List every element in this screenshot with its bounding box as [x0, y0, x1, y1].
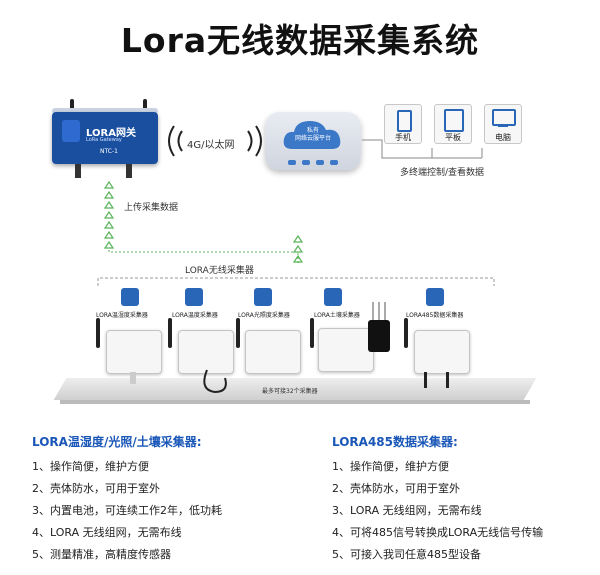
sensor-housing — [318, 328, 374, 372]
thermometer-icon — [185, 288, 203, 306]
gateway-name: LORA网关 — [86, 128, 136, 139]
list-item: 3、内置电池，可连续工作2年，低功耗 — [32, 504, 222, 517]
list-title-right: LORA485数据采集器: — [332, 435, 458, 449]
sensor-label: LORA光照度采集器 — [238, 312, 290, 319]
list-item: 5、测量精准，高精度传感器 — [32, 548, 171, 561]
gateway-subtitle: LoRa Gateway — [86, 137, 122, 143]
gateway-connector-left — [75, 164, 81, 178]
sensor-antenna — [96, 318, 100, 348]
sensor-antenna — [310, 318, 314, 348]
wireless-signal-icon — [168, 125, 262, 157]
plant-icon — [324, 288, 342, 306]
sensor-label: LORA温度采集器 — [172, 312, 218, 319]
list-title-left: LORA温湿度/光照/土壤采集器: — [32, 435, 202, 449]
sensor-antenna — [168, 318, 172, 348]
list-item: 3、LORA 无线组网，无需布线 — [332, 504, 482, 517]
cloud-text: 私有 网络云服平台 — [294, 127, 331, 142]
cloud-indicator — [330, 160, 338, 165]
sensor-antenna — [236, 318, 240, 348]
collectors-label: LORA无线采集器 — [185, 266, 254, 276]
multi-terminal-label: 多终端控制/查看数据 — [400, 168, 485, 178]
sensor-label: LORA土壤采集器 — [314, 312, 360, 319]
gateway-model: NTC-1 — [100, 148, 118, 155]
upload-label: 上传采集数据 — [124, 203, 179, 213]
upload-arrows — [103, 180, 304, 264]
collectors-bracket — [97, 277, 495, 286]
monitor-icon — [492, 109, 516, 126]
soil-probe-pin — [384, 302, 386, 320]
list-item: 1、操作简便，维护方便 — [32, 460, 149, 473]
device-tablet: 平板 — [434, 104, 472, 144]
gateway-antenna-right — [143, 99, 147, 113]
page-title: Lora无线数据采集系统 — [120, 21, 480, 60]
cloud-indicator — [288, 160, 296, 165]
device-phone: 手机 — [384, 104, 422, 144]
cloud-indicator — [302, 160, 310, 165]
device-computer: 电脑 — [484, 104, 522, 144]
soil-probe-pin — [372, 302, 374, 320]
list-item: 2、壳体防水，可用于室外 — [332, 482, 460, 495]
gateway-connector-right — [126, 164, 132, 178]
device-label: 手机 — [395, 133, 411, 142]
humidity-icon — [121, 288, 139, 306]
sensor-label: LORA485数据采集器 — [406, 312, 464, 319]
phone-icon — [397, 110, 412, 132]
list-item: 4、LORA 无线组网，无需布线 — [32, 526, 182, 539]
sensor-lead — [424, 372, 427, 388]
sensor-housing — [245, 330, 301, 374]
sensor-antenna — [404, 318, 408, 348]
soil-probe-pin — [378, 302, 380, 320]
sensor-housing — [414, 330, 470, 374]
tablet-icon — [444, 109, 464, 132]
platform-edge — [60, 400, 530, 404]
sensor-probe — [130, 372, 136, 384]
device-label: 电脑 — [495, 133, 511, 142]
gateway-logo — [62, 120, 80, 142]
device-label: 平板 — [445, 133, 461, 142]
sensor-housing — [106, 330, 162, 374]
cloud-icon — [283, 121, 341, 149]
cloud-indicator — [316, 160, 324, 165]
link-label: 4G/以太网 — [187, 140, 235, 151]
list-item: 2、壳体防水，可用于室外 — [32, 482, 160, 495]
device-connector-lines — [362, 139, 483, 159]
gateway-antenna-left — [70, 99, 74, 113]
gateway-top — [52, 108, 158, 114]
soil-probe-head — [368, 320, 390, 352]
capacity-label: 最多可接32个采集器 — [262, 388, 318, 395]
list-item: 5、可接入我司任意485型设备 — [332, 548, 481, 561]
monitor-stand — [498, 125, 508, 127]
list-item: 4、可将485信号转换成LORA无线信号传输 — [332, 526, 544, 539]
arrows-icon — [426, 288, 444, 306]
sensor-lead — [446, 372, 449, 388]
sun-icon — [254, 288, 272, 306]
list-item: 1、操作简便，维护方便 — [332, 460, 449, 473]
sensor-cable — [203, 369, 227, 394]
sensor-label: LORA温湿度采集器 — [96, 312, 148, 319]
